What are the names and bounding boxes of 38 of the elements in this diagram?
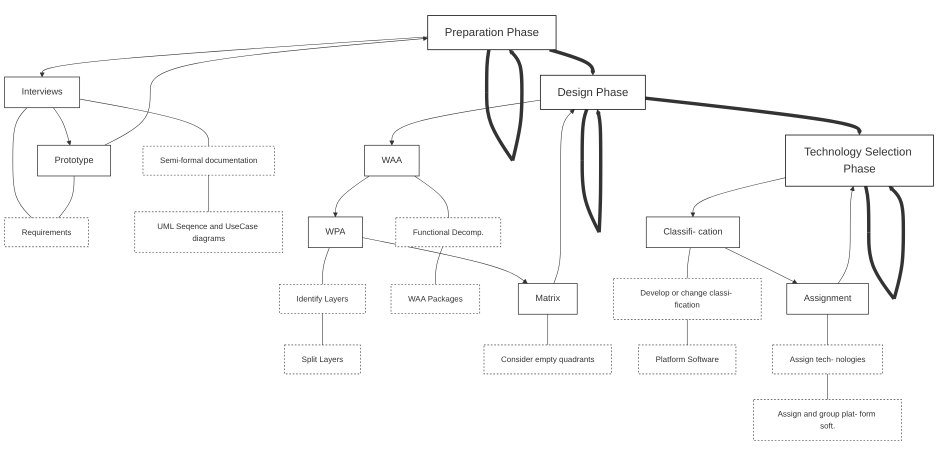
connector [12, 107, 32, 218]
connector [686, 319, 688, 346]
connector [208, 174, 210, 212]
arrow [553, 109, 575, 284]
connector [827, 374, 828, 400]
connector [58, 176, 74, 218]
node-box: Classifi- cation [646, 216, 740, 248]
arrow [389, 100, 541, 146]
node-box: Matrix [518, 283, 578, 315]
arrow [549, 48, 596, 76]
arrow [724, 247, 798, 284]
connector [414, 176, 449, 218]
connector [435, 246, 443, 285]
arrow [104, 36, 428, 146]
node-box: Technology Selection Phase [785, 134, 934, 187]
arrow [484, 49, 524, 162]
connector [827, 314, 828, 346]
node-box: Preparation Phase [427, 15, 556, 50]
arrow [53, 107, 72, 146]
arrow [838, 186, 855, 284]
node-box: Prototype [37, 144, 111, 176]
arrow [362, 237, 528, 284]
arrow [690, 177, 786, 218]
node-box: WPA [308, 216, 363, 248]
node-box: Interviews [4, 76, 80, 108]
connector [547, 314, 548, 346]
node-box: Assignment [786, 283, 869, 315]
arrow [864, 186, 906, 300]
arrow [40, 36, 428, 78]
arrow [645, 96, 862, 136]
arrow [332, 176, 370, 218]
connector [322, 247, 330, 285]
arrow [580, 108, 602, 234]
connector [322, 313, 323, 346]
node-box: WAA [364, 144, 420, 176]
connector [79, 98, 210, 146]
connector [686, 247, 691, 279]
node-box: Design Phase [540, 74, 646, 110]
